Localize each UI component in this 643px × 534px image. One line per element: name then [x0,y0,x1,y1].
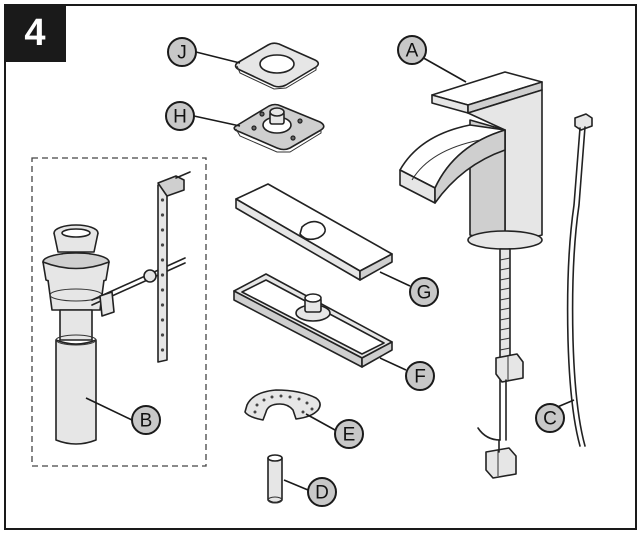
callout-a-label: A [406,41,419,62]
callout-c-label: C [543,409,557,430]
part-g-deck-plate [235,183,393,281]
part-a-faucet [399,71,543,479]
part-e-horseshoe-washer [244,389,321,421]
callout-h: H [165,101,195,131]
callout-g: G [409,277,439,307]
callout-b-label: B [140,411,153,432]
callout-c: C [535,403,565,433]
callout-j: J [167,37,197,67]
callout-d-label: D [315,483,329,504]
callout-d: D [307,477,337,507]
part-j-gasket [234,42,320,90]
diagram-frame [4,4,637,530]
callout-g-label: G [417,283,432,304]
callout-j-label: J [177,43,187,64]
step-number-badge: 4 [4,4,66,62]
part-b-drain-assembly [42,171,191,445]
callout-f-label: F [414,367,426,388]
part-d-spacer [267,454,283,504]
part-c-lift-rod [566,113,593,447]
drain-assembly-box [31,157,207,467]
callout-b: B [131,405,161,435]
part-h-mounting-plate [233,103,325,153]
callout-a: A [397,35,427,65]
callout-f: F [405,361,435,391]
callout-e: E [334,419,364,449]
callout-h-label: H [173,107,187,128]
part-f-base-plate [233,273,393,368]
callout-e-label: E [343,425,356,446]
